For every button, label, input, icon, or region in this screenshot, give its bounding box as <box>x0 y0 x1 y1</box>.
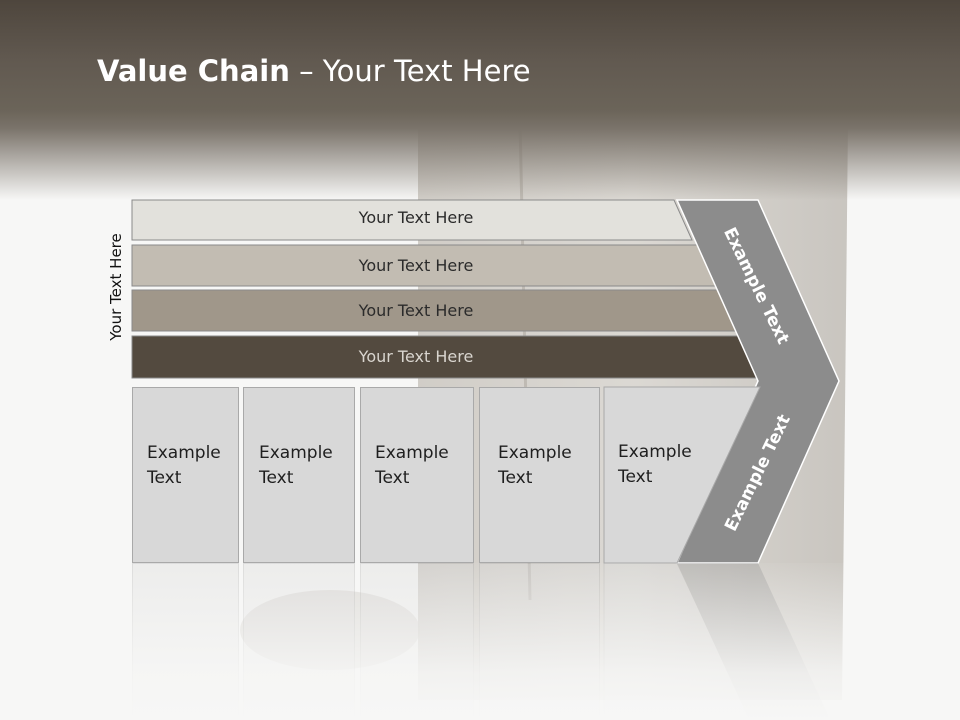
cell-line-2: Text <box>618 467 653 487</box>
band-label-4: Your Text Here <box>358 347 474 366</box>
header-band <box>0 0 960 200</box>
cell-line-2: Text <box>147 468 182 488</box>
title-rest: – Your Text Here <box>289 54 531 88</box>
cell-line-1: Example <box>259 443 333 463</box>
band-label-1: Your Text Here <box>358 208 474 227</box>
cell-line-1: Example <box>498 443 572 463</box>
cell-line-2: Text <box>498 468 533 488</box>
support-band-1[interactable] <box>131 199 693 241</box>
cell-line-1: Example <box>618 442 692 462</box>
cell-line-2: Text <box>259 468 294 488</box>
title-bold: Value Chain <box>97 54 290 88</box>
page-title: Value Chain – Your Text Here <box>97 54 531 88</box>
cell-line-1: Example <box>147 443 221 463</box>
band-label-2: Your Text Here <box>358 256 474 275</box>
cell-line-1: Example <box>375 443 449 463</box>
band-label-3: Your Text Here <box>358 301 474 320</box>
cell-line-2: Text <box>375 468 410 488</box>
